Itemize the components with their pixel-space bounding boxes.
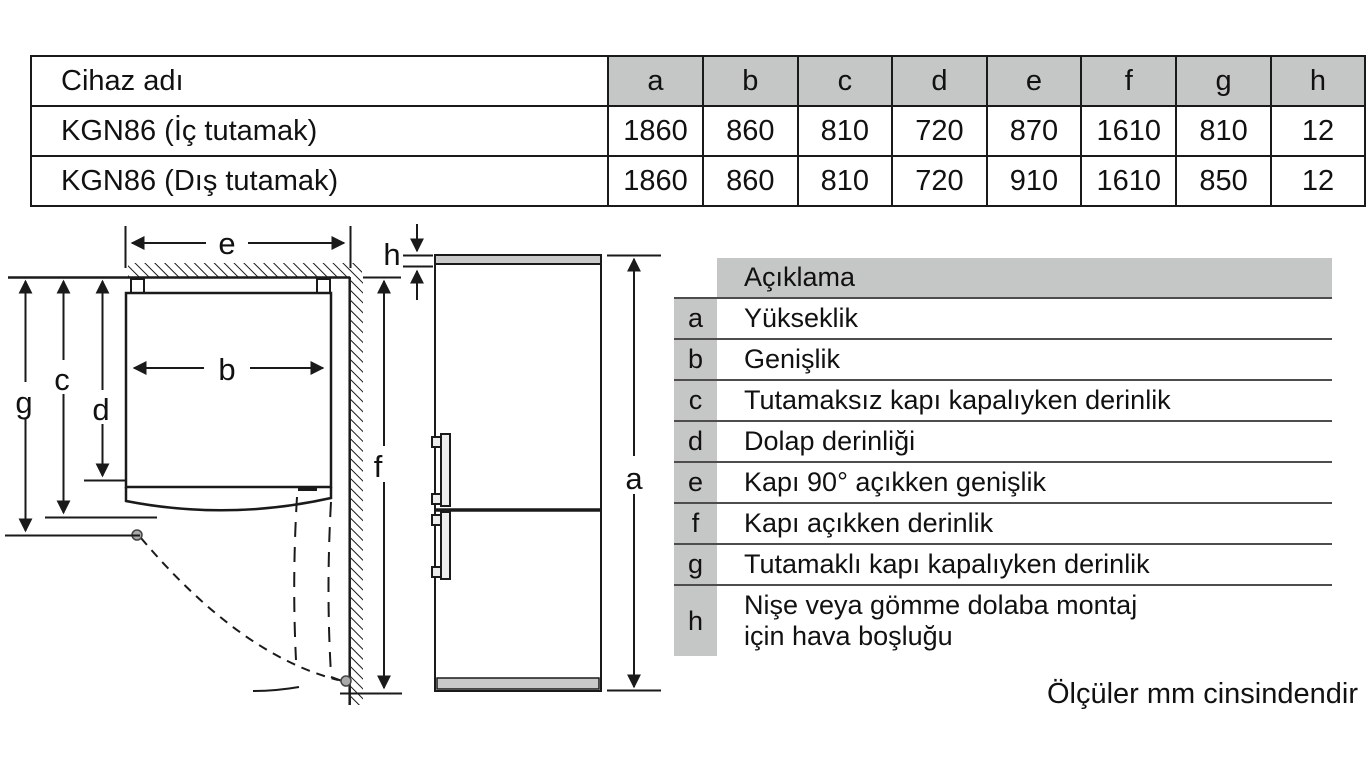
value-cell: 860	[702, 105, 799, 157]
top-view-diagram: e b g	[5, 226, 363, 705]
value-cell: 810	[796, 105, 894, 157]
table-row: KGN86 (Dış tutamak) 1860 860 810 720 910…	[30, 155, 1366, 207]
device-name-header: Cihaz adı	[30, 55, 609, 107]
legend-key: f	[674, 504, 717, 543]
legend-row: g Tutamaklı kapı kapalıyken derinlik	[674, 543, 1332, 584]
legend-row: a Yükseklik	[674, 297, 1332, 338]
wall-right-hatch	[351, 277, 363, 705]
col-header-h: h	[1269, 55, 1366, 107]
dim-label-d: d	[92, 392, 109, 427]
legend-row: b Genişlik	[674, 338, 1332, 379]
legend-row: h Nişe veya gömme dolaba montaj için hav…	[674, 584, 1332, 656]
value-cell: 1610	[1080, 105, 1178, 157]
dim-label-c: c	[54, 362, 70, 397]
legend-row: c Tutamaksız kapı kapalıyken derinlik	[674, 379, 1332, 420]
dimensions-table-header-row: Cihaz adı a b c d e f g h	[30, 55, 1366, 107]
value-cell: 720	[891, 105, 988, 157]
hinge-point-right	[340, 675, 352, 687]
value-cell: 12	[1269, 105, 1366, 157]
legend-key: d	[674, 422, 717, 461]
col-header-d: d	[891, 55, 988, 107]
legend-header-spacer	[674, 258, 717, 297]
dim-label-b: b	[218, 352, 235, 387]
col-header-a: a	[606, 55, 705, 107]
door-swing-arc	[140, 537, 339, 681]
col-header-g: g	[1175, 55, 1272, 107]
appliance-plinth	[436, 677, 600, 690]
dim-label-g: g	[15, 385, 32, 420]
dim-label-e: e	[218, 226, 235, 261]
legend-description: Tutamaksız kapı kapalıyken derinlik	[717, 381, 1332, 420]
model-name: KGN86 (Dış tutamak)	[30, 155, 609, 207]
legend-description: Yükseklik	[717, 299, 1332, 338]
value-cell: 860	[702, 155, 799, 207]
front-view-diagram: h f	[340, 224, 661, 695]
value-cell: 870	[985, 105, 1083, 157]
value-cell: 1860	[606, 105, 705, 157]
legend-row: e Kapı 90° açıkken genişlik	[674, 461, 1332, 502]
legend-row: d Dolap derinliği	[674, 420, 1332, 461]
table-row: KGN86 (İç tutamak) 1860 860 810 720 870 …	[30, 105, 1366, 157]
dimensions-table: Cihaz adı a b c d e f g h KGN86 (İç tuta…	[30, 55, 1366, 207]
wall-spacer-right	[316, 278, 331, 294]
model-name: KGN86 (İç tutamak)	[30, 105, 609, 157]
legend-header-row: Açıklama	[674, 258, 1332, 297]
value-cell: 1860	[606, 155, 705, 207]
door-open-bottom-edge	[252, 686, 300, 692]
lower-door-handle	[440, 511, 451, 580]
legend-key: h	[674, 586, 717, 656]
dim-label-f: f	[374, 449, 383, 484]
door-open-outer-edge	[327, 501, 332, 675]
legend-description: Kapı açıkken derinlik	[717, 504, 1332, 543]
legend-description: Nişe veya gömme dolaba montaj için hava …	[717, 586, 1156, 656]
wall-spacer-left	[130, 278, 145, 294]
wall-top-hatch	[128, 263, 362, 278]
value-cell: 12	[1269, 155, 1366, 207]
value-cell: 810	[1175, 105, 1272, 157]
legend-key: g	[674, 545, 717, 584]
door-open-hinge-link	[330, 676, 343, 682]
units-note: Ölçüler mm cinsindendir	[1046, 678, 1358, 710]
appliance-top-bar	[434, 254, 602, 265]
col-header-b: b	[702, 55, 799, 107]
legend-description: Tutamaklı kapı kapalıyken derinlik	[717, 545, 1332, 584]
legend-row: f Kapı açıkken derinlik	[674, 502, 1332, 543]
value-cell: 1610	[1080, 155, 1178, 207]
upper-door-handle	[440, 433, 451, 507]
col-header-e: e	[985, 55, 1083, 107]
value-cell: 810	[796, 155, 894, 207]
col-header-f: f	[1080, 55, 1178, 107]
dim-label-a: a	[625, 461, 643, 496]
dim-label-h: h	[383, 237, 400, 272]
value-cell: 850	[1175, 155, 1272, 207]
value-cell: 910	[985, 155, 1083, 207]
legend-key: a	[674, 299, 717, 338]
cabinet-top-view	[124, 291, 333, 489]
legend-key: e	[674, 463, 717, 502]
door-handle-topview	[298, 486, 317, 491]
value-cell: 720	[891, 155, 988, 207]
legend-description: Kapı 90° açıkken genişlik	[717, 463, 1332, 502]
door-closed-outline	[124, 487, 333, 512]
appliance-body	[434, 263, 602, 692]
door-open-inner-edge	[293, 496, 298, 661]
legend-title: Açıklama	[717, 258, 1332, 297]
dimension-diagram: e b g	[5, 224, 661, 705]
legend-key: b	[674, 340, 717, 379]
legend-description: Genişlik	[717, 340, 1332, 379]
legend-table: Açıklama a Yükseklik b Genişlik c Tutama…	[674, 258, 1332, 656]
legend-description: Dolap derinliği	[717, 422, 1332, 461]
legend-key: c	[674, 381, 717, 420]
col-header-c: c	[796, 55, 894, 107]
